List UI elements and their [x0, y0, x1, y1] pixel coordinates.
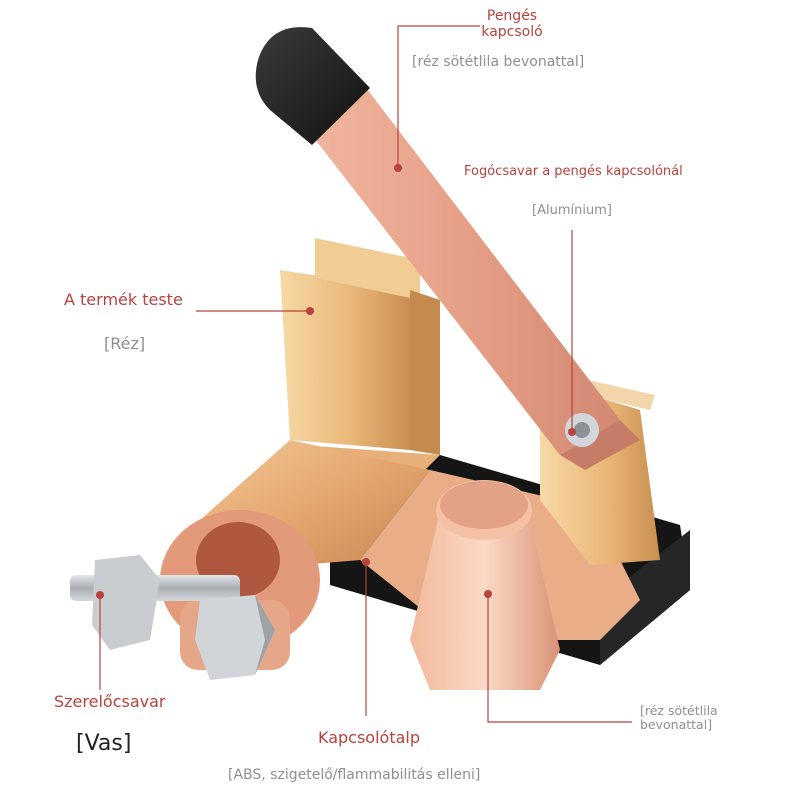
dot-mount-bolt — [96, 591, 104, 599]
dot-base — [362, 558, 370, 566]
dot-clamp-screw — [568, 428, 576, 436]
knife-switch-title: Pengés kapcsoló — [472, 8, 552, 40]
clamp-screw-title: Fogócsavar a pengés kapcsolónál — [464, 164, 683, 179]
mount-bolt-material: [Vas] — [76, 731, 132, 756]
knife-switch-title-line2: kapcsoló — [481, 24, 543, 41]
blade-rubber-grip — [255, 27, 370, 145]
leader-terminal-cap — [487, 594, 632, 723]
callout-dots — [96, 164, 576, 599]
mounting-bolt — [70, 555, 275, 680]
body-material: [Réz] — [104, 334, 146, 353]
knife-blade — [300, 80, 640, 470]
body-title: A termék teste — [64, 290, 183, 309]
terminal-cap-material: [réz sötétlila bevonattal] — [640, 703, 718, 733]
knife-switch-title-line1: Pengés — [486, 8, 538, 24]
callout-lines — [99, 25, 632, 723]
dot-body — [306, 307, 314, 315]
clamp-screw-material: [Alumínium] — [532, 203, 612, 218]
leader-knife-switch — [397, 25, 480, 168]
base-title: Kapcsolótalp — [318, 728, 421, 747]
terminal-cap-material-line2: bevonattal] — [640, 717, 713, 733]
mount-bolt-title: Szerelőcsavar — [54, 692, 166, 711]
base-material: [ABS, szigetelő/flammabilitás elleni] — [228, 767, 481, 783]
dot-terminal-cap — [484, 590, 492, 598]
clamp-screw — [565, 413, 599, 447]
dot-knife-switch — [394, 164, 402, 172]
knife-switch-material: [réz sötétlila bevonattal] — [412, 54, 585, 70]
terminal-cap — [410, 480, 560, 690]
terminal-cap-material-line1: [réz sötétlila — [640, 703, 718, 718]
